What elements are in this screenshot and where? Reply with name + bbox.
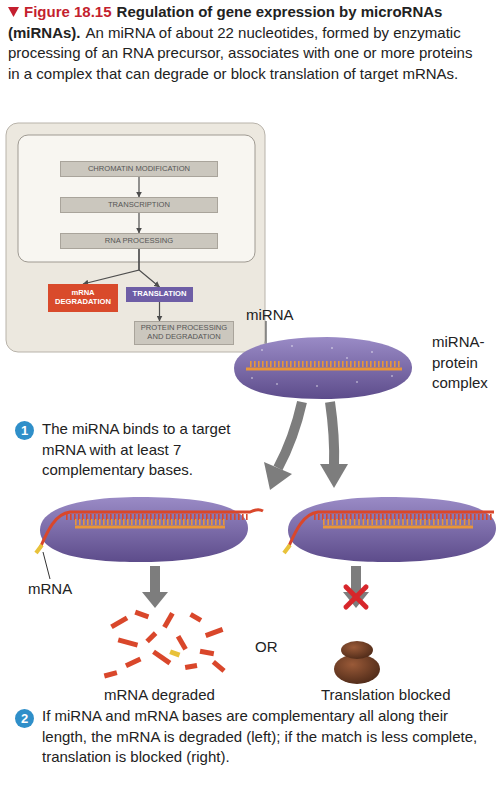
fragment bbox=[134, 610, 149, 619]
mrna-cap bbox=[36, 545, 42, 553]
bound-complex bbox=[284, 497, 496, 562]
sparkle bbox=[356, 381, 358, 383]
callout-number: 1 bbox=[15, 421, 34, 440]
box-label: CHROMATIN MODIFICATION bbox=[88, 165, 190, 174]
mrna-fragments bbox=[104, 610, 226, 679]
step-text: The miRNA binds to a target mRNA with at… bbox=[42, 419, 262, 481]
mirna-strand bbox=[323, 526, 473, 529]
sparkle bbox=[346, 357, 348, 359]
mrna-bases bbox=[66, 514, 250, 520]
flow-arrow bbox=[159, 302, 160, 321]
flow-arrow bbox=[83, 249, 139, 284]
box-label: TRANSLATION bbox=[133, 290, 187, 299]
bound-complex bbox=[36, 497, 263, 562]
highlight-step-box: TRANSLATION bbox=[126, 287, 193, 302]
mirna-bases bbox=[250, 361, 400, 367]
process-arrow bbox=[330, 402, 334, 466]
arrow-head bbox=[142, 592, 168, 608]
inset-panel bbox=[6, 123, 265, 352]
flow-arrow bbox=[139, 249, 160, 287]
mrna-cap bbox=[284, 545, 290, 553]
fragment bbox=[125, 657, 142, 668]
arrow-shaft bbox=[150, 566, 160, 594]
highlight-step-box: mRNA DEGRADATION bbox=[48, 284, 118, 312]
fragment bbox=[118, 637, 139, 647]
sparkle bbox=[291, 345, 293, 347]
or-label: OR bbox=[255, 637, 278, 658]
mirna-bases bbox=[323, 519, 473, 525]
complex-label: miRNA-protein complex bbox=[432, 332, 498, 394]
box-label: TRANSCRIPTION bbox=[108, 201, 170, 210]
sparkle bbox=[331, 347, 333, 349]
fragment bbox=[169, 649, 180, 657]
process-step-box: TRANSCRIPTION bbox=[60, 197, 218, 213]
outcome-label: mRNA degraded bbox=[104, 685, 215, 706]
sparkle bbox=[316, 385, 318, 387]
fragment bbox=[152, 650, 171, 666]
triangle bbox=[8, 7, 19, 17]
fragment bbox=[162, 612, 174, 628]
arrow-shaft bbox=[351, 566, 361, 594]
process-step-box: CHROMATIN MODIFICATION bbox=[60, 161, 218, 177]
step-text: If miRNA and mRNA bases are complementar… bbox=[42, 706, 494, 768]
leader-line bbox=[43, 552, 50, 579]
part-label: mRNA bbox=[28, 579, 72, 600]
nucleus-box bbox=[18, 135, 255, 262]
box-label: RNA PROCESSING bbox=[105, 237, 173, 246]
callout-number: 2 bbox=[15, 709, 34, 728]
sparkle bbox=[261, 349, 263, 351]
x-stroke bbox=[346, 587, 366, 607]
process-step-box: PROTEIN PROCESSING AND DEGRADATION bbox=[134, 321, 234, 345]
mirna-bases bbox=[75, 519, 225, 525]
fragment bbox=[176, 635, 188, 650]
flow-arrow bbox=[138, 177, 139, 197]
process-arrow bbox=[278, 402, 302, 468]
fragment bbox=[200, 649, 215, 656]
process-step-box: RNA PROCESSING bbox=[60, 233, 218, 249]
process-arrows bbox=[264, 402, 348, 490]
mirna-strand bbox=[75, 526, 225, 529]
fragment bbox=[145, 631, 157, 643]
protein-complex bbox=[288, 497, 496, 562]
outcome-label: Translation blocked bbox=[321, 685, 451, 706]
x-stroke bbox=[346, 587, 366, 607]
fragment bbox=[110, 616, 128, 629]
triangle-marker bbox=[8, 7, 19, 17]
ribosome bbox=[334, 641, 380, 684]
mrna-strand bbox=[40, 510, 263, 548]
mrna-strand bbox=[288, 512, 494, 548]
sparkle bbox=[371, 351, 373, 353]
fragment bbox=[212, 660, 226, 673]
complex-body bbox=[234, 337, 412, 399]
sparkle bbox=[251, 377, 253, 379]
fragment bbox=[189, 612, 202, 622]
mirna-label: miRNA bbox=[246, 305, 306, 326]
figure-header: Figure 18.15Regulation of gene expressio… bbox=[8, 2, 484, 84]
figure-number: Figure 18.15 bbox=[24, 3, 112, 20]
box-label: PROTEIN PROCESSING AND DEGRADATION bbox=[137, 324, 231, 342]
fragment bbox=[185, 663, 198, 670]
fragment bbox=[205, 627, 224, 638]
sparkle bbox=[391, 375, 393, 377]
block-x bbox=[346, 587, 366, 607]
box-label: mRNA DEGRADATION bbox=[50, 289, 116, 307]
mirna-strand bbox=[246, 368, 402, 371]
sparkle bbox=[276, 383, 278, 385]
complex-shape bbox=[232, 336, 413, 400]
fragment bbox=[104, 670, 118, 678]
small-subunit bbox=[341, 641, 373, 659]
protein-complex bbox=[40, 497, 248, 562]
arrow-head bbox=[320, 464, 348, 488]
flow-arrow bbox=[138, 213, 139, 233]
mirna-protein-complex: miRNAmiRNA-protein complex bbox=[232, 336, 413, 400]
arrow-head bbox=[264, 462, 292, 490]
down-arrows bbox=[142, 566, 369, 608]
